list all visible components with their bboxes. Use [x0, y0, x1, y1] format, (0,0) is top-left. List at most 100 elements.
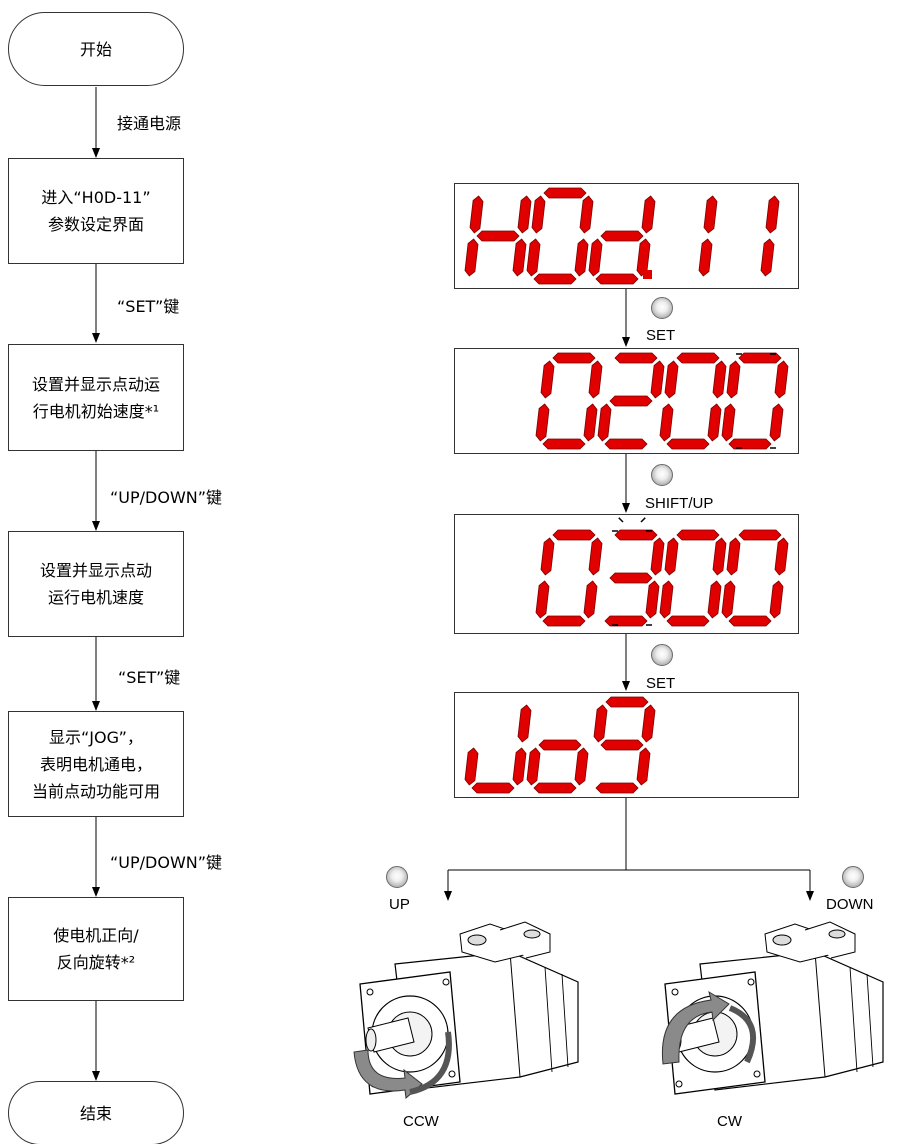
set-key-icon[interactable] [651, 297, 673, 319]
motor-cw-illustration [655, 912, 895, 1116]
segment-b [588, 537, 603, 576]
segment-e [721, 580, 736, 619]
segment-f [531, 195, 546, 234]
segment-b [712, 537, 727, 576]
segment-f [726, 360, 741, 399]
segment-e [464, 747, 479, 786]
segment-a [676, 352, 720, 364]
segment-g [609, 395, 653, 407]
segment-d [542, 615, 586, 627]
segment-d [595, 273, 639, 285]
segment-b [650, 537, 665, 576]
digit-0 [659, 529, 727, 627]
blink-mark [618, 517, 624, 523]
end-label: 结束 [79, 1103, 112, 1123]
shift-up-key-label: SHIFT/UP [645, 495, 714, 512]
segment-a [614, 352, 658, 364]
set-key-icon-2[interactable] [651, 644, 673, 666]
segment-b [579, 195, 594, 234]
shift-up-key-icon[interactable] [651, 464, 673, 486]
digit-d [588, 195, 656, 285]
segment-d [666, 438, 710, 450]
rotation-arrow-cw-tail [728, 1005, 757, 1064]
step-line: 当前点动功能可用 [31, 781, 160, 801]
body-edge [509, 951, 521, 1078]
digit-1 [698, 195, 718, 277]
set-key-label-2: SET [646, 675, 676, 692]
segment-c [645, 580, 660, 619]
segment-d [542, 438, 586, 450]
segment-d [595, 782, 639, 794]
segment-d [728, 615, 772, 627]
segment-d [666, 615, 710, 627]
segment-d [533, 782, 577, 794]
digit-1 [760, 195, 780, 277]
digit-0 [526, 187, 594, 285]
start-label: 开始 [79, 39, 112, 59]
segment-c [707, 403, 722, 442]
step-line: 运行电机速度 [47, 588, 144, 607]
flange-bolt [747, 978, 755, 986]
segment-a [738, 529, 782, 541]
connector-socket-2 [828, 929, 846, 939]
connector-socket-2 [523, 929, 541, 939]
segment-b [703, 195, 718, 234]
up-key-icon[interactable] [386, 866, 408, 888]
segment-b [774, 537, 789, 576]
segment-a [676, 529, 720, 541]
blink-mark [640, 517, 646, 523]
digit-0 [535, 352, 603, 450]
segment-e [464, 238, 479, 277]
flange-bolt [442, 978, 450, 986]
transition-updown-key-2: “UP/DOWN”键 [110, 853, 223, 872]
segment-c [574, 747, 589, 786]
segment-f [469, 195, 484, 234]
display-jog [454, 692, 799, 798]
up-key-label: UP [389, 896, 410, 913]
digit-3 [604, 529, 665, 627]
end-terminal: 结束 [8, 1081, 184, 1144]
segment-a [552, 352, 596, 364]
segment-e [526, 238, 541, 277]
flange-bolt [671, 988, 679, 996]
digit-g [593, 696, 656, 794]
rotation-arrow-ccw-tail [409, 1031, 452, 1095]
down-key-icon[interactable] [842, 866, 864, 888]
segment-c [769, 580, 784, 619]
step-initial-speed: 设置并显示点动运 行电机初始速度*¹ [8, 344, 184, 451]
display-0300 [454, 514, 799, 634]
body-ribs [849, 966, 874, 1073]
segment-f [540, 537, 555, 576]
segment-b [774, 360, 789, 399]
transition-power-on: 接通电源 [117, 114, 182, 133]
segment-f [664, 537, 679, 576]
segment-e [588, 238, 603, 277]
segment-c [636, 747, 651, 786]
segment-e [597, 403, 612, 442]
segment-c [707, 580, 722, 619]
set-key-label: SET [646, 327, 676, 344]
digit-H [464, 195, 532, 277]
segment-b [517, 704, 532, 743]
segment-c [574, 238, 589, 277]
segment-b [588, 360, 603, 399]
body-ribs [544, 966, 569, 1073]
cw-label: CW [717, 1113, 742, 1130]
segment-b [712, 360, 727, 399]
transition-set-key: “SET”键 [117, 297, 180, 316]
segment-b [641, 195, 656, 234]
segment-f [664, 360, 679, 399]
step-line: 使电机正向/ [53, 926, 139, 945]
rotation-arrow-cw [661, 990, 730, 1065]
segment-f [726, 537, 741, 576]
digit-0 [721, 352, 789, 450]
segment-g [538, 739, 582, 751]
flange-bolt [366, 988, 374, 996]
step-show-jog: 显示“JOG”， 表明电机通电， 当前点动功能可用 [8, 711, 184, 817]
segment-e [659, 403, 674, 442]
segment-c [512, 747, 527, 786]
segment-c [583, 580, 598, 619]
segment-b [650, 360, 665, 399]
segment-d [533, 273, 577, 285]
motor-ccw-illustration [350, 912, 590, 1116]
